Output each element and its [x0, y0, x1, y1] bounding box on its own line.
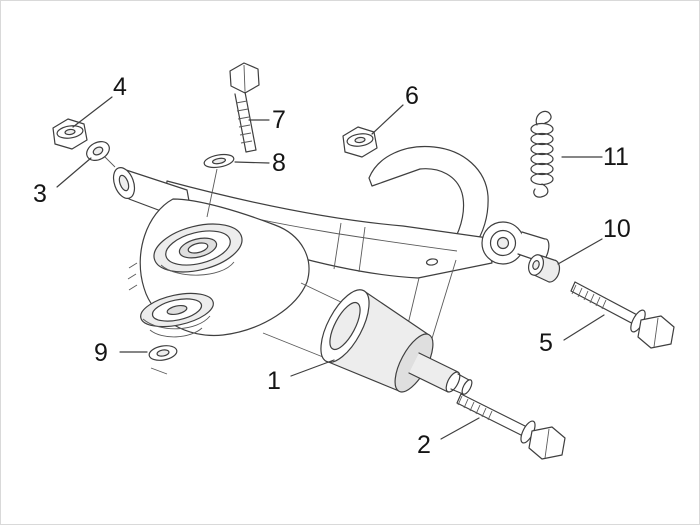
- part-2-bolt: [456, 393, 566, 460]
- swingarm-upper-bracket: [368, 145, 489, 247]
- part-8-washer: [203, 153, 235, 169]
- callout-6: 6: [405, 82, 419, 110]
- callout-3: 3: [33, 180, 47, 208]
- part-1-hub-cylinder: [320, 289, 473, 395]
- part-11-spring: [530, 110, 554, 198]
- callout-4: 4: [113, 73, 127, 101]
- callout-7: 7: [272, 106, 286, 134]
- part-10-bushing: [527, 254, 561, 283]
- part-5-bolt: [570, 281, 675, 349]
- part-7-bolt: [229, 62, 260, 153]
- callout-8: 8: [272, 149, 286, 177]
- part-6-nut: [342, 126, 378, 158]
- callout-2: 2: [417, 431, 431, 459]
- part-swingarm-body: [112, 145, 550, 360]
- callout-1: 1: [267, 367, 281, 395]
- callout-10: 10: [603, 215, 631, 243]
- housing-bushing-rings: [153, 223, 243, 273]
- part-3-washer: [86, 141, 110, 161]
- housing-lower-rings: [140, 292, 214, 328]
- callout-9: 9: [94, 339, 108, 367]
- callout-11: 11: [603, 143, 629, 171]
- swingarm-pivot-boss: [481, 221, 550, 265]
- leader-lines: [56, 96, 605, 440]
- part-9-washer: [148, 345, 178, 361]
- callout-5: 5: [539, 329, 553, 357]
- part-4-nut: [52, 118, 88, 150]
- arm-plate-hole: [425, 258, 439, 266]
